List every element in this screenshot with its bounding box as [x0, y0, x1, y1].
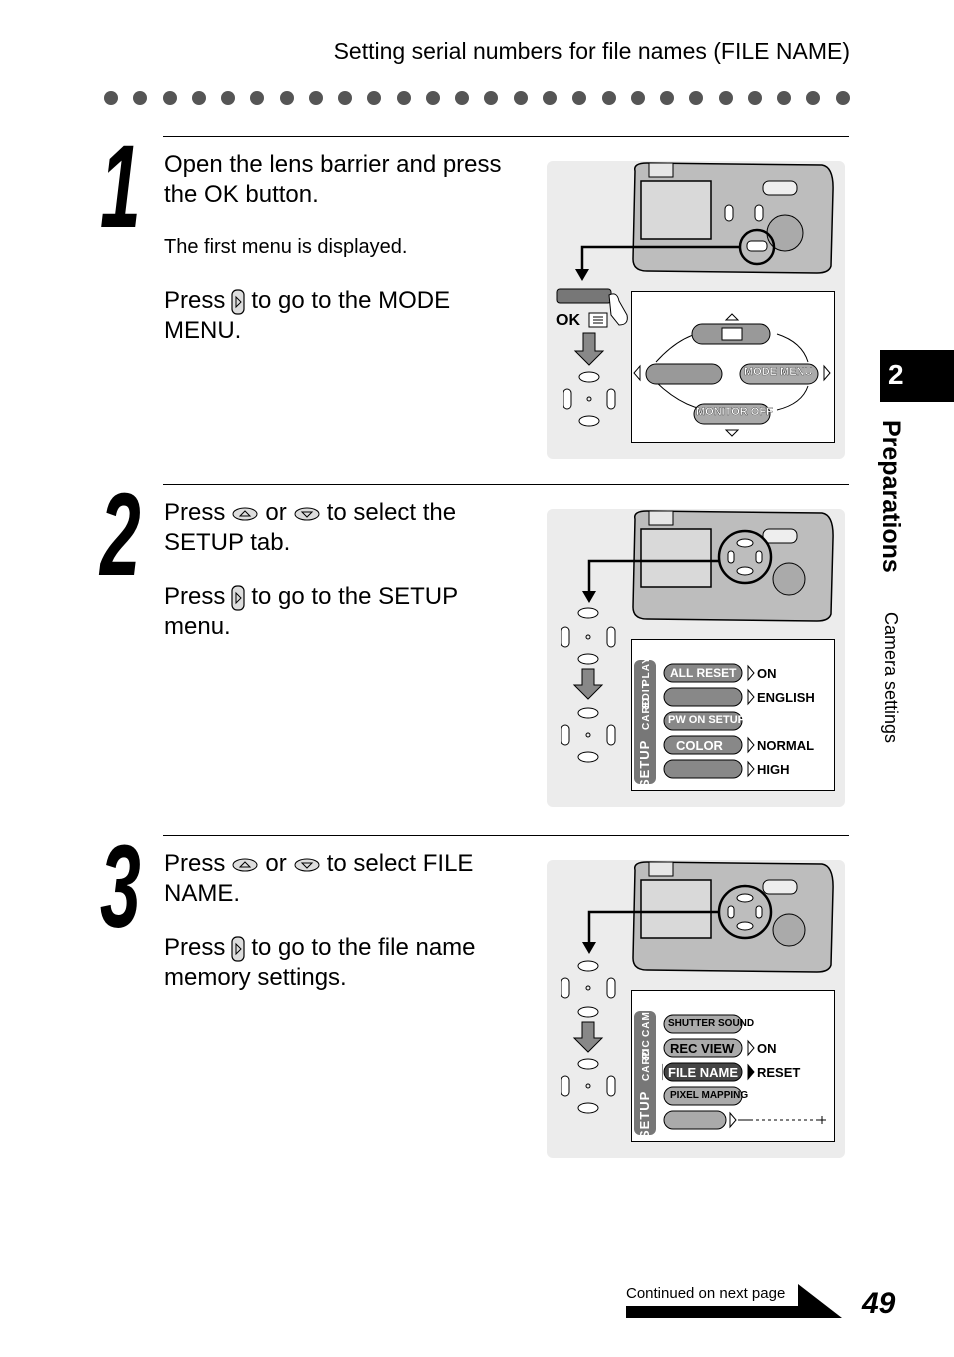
right-button-icon: [231, 289, 245, 315]
mode-menu-label: MODE MENU: [744, 366, 813, 378]
continued-note: Continued on next page: [626, 1285, 786, 1302]
pointer-arrow: [582, 559, 719, 603]
chapter-subtitle: Camera settings: [881, 612, 901, 744]
dotted-divider: [104, 89, 850, 107]
tab-setup[interactable]: SETUP: [637, 1090, 652, 1139]
ok-label: OK: [556, 312, 580, 329]
lcd-screen: SETUPCARDEDITPLAY ALL RESET PW ON SETUP …: [631, 639, 835, 791]
lcd-screen: MODE MENU MONITOR OFF: [631, 291, 835, 443]
menu-item-label-selected: FILE NAME: [668, 1065, 739, 1080]
down-button-icon: [294, 507, 320, 521]
tab-pic[interactable]: PIC: [641, 1039, 652, 1059]
page-header-title: Setting serial numbers for file names (F…: [333, 38, 850, 64]
tab-cam[interactable]: CAM: [641, 1011, 652, 1037]
step-number: 3: [100, 821, 141, 953]
up-button-icon: [232, 858, 258, 872]
tab-card[interactable]: CARD: [641, 1048, 652, 1081]
illustration-panel: SETUPCARDEDITPLAY ALL RESET PW ON SETUP …: [547, 509, 845, 807]
menu-item-value: ON: [757, 666, 777, 681]
step-sub-text: The first menu is displayed.: [164, 236, 408, 258]
continued-bar: [626, 1306, 818, 1318]
menu-item-label: PW ON SETUP: [668, 714, 746, 726]
monitor-off-label: MONITOR OFF: [696, 406, 773, 418]
pointer-arrow: [575, 245, 740, 281]
menu-item-value: ON: [757, 1041, 777, 1056]
tab-play[interactable]: PLAY: [641, 656, 652, 686]
menu-item-value: ENGLISH: [757, 690, 815, 705]
arrow-pad-icon: [563, 332, 616, 427]
menu-item-label: PIXEL MAPPING: [670, 1090, 749, 1101]
chapter-tab: 2: [880, 350, 954, 402]
right-button-icon: [231, 936, 245, 962]
menu-item-value: RESET: [757, 1065, 801, 1080]
illustration-panel: OK MODE MENU MONITOR OFF: [547, 161, 845, 459]
menu-item-label: ALL RESET: [670, 666, 737, 680]
tab-setup[interactable]: SETUP: [637, 739, 652, 788]
menu-item-value: NORMAL: [757, 738, 815, 753]
tab-card[interactable]: CARD: [641, 697, 652, 730]
chapter-title: Preparations: [877, 420, 905, 573]
lcd-screen: SETUP CARDPIC CAM SHUTTER SOUND REC VIEW F…: [631, 990, 835, 1142]
page-number: 49: [862, 1287, 896, 1320]
menu-item-label: REC VIEW: [670, 1041, 735, 1056]
camera-back-icon: [632, 162, 834, 274]
tab-strip: [634, 660, 656, 784]
arrow-pad-icon: [561, 607, 616, 763]
continued-arrow-icon: [798, 1284, 842, 1318]
right-button-icon: [231, 585, 245, 611]
menu-item-value: HIGH: [757, 762, 790, 777]
up-button-icon: [232, 507, 258, 521]
step-divider: [163, 835, 849, 836]
down-button-icon: [294, 858, 320, 872]
step-number: 2: [100, 469, 141, 601]
step-main-text: Open the lens barrier and press the OK b…: [164, 151, 502, 208]
arrow-pad-icon: [561, 960, 616, 1114]
camera-back-icon: [632, 861, 834, 973]
menu-item-label: COLOR: [676, 738, 723, 753]
step-number: 1: [100, 121, 141, 253]
step-divider: [163, 484, 849, 485]
illustration-panel: SETUP CARDPIC CAM SHUTTER SOUND REC VIEW F…: [547, 860, 845, 1158]
pointer-arrow: [582, 910, 719, 954]
tab-edit[interactable]: EDIT: [641, 681, 652, 708]
step-divider: [163, 136, 849, 137]
camera-back-icon: [632, 510, 834, 622]
ok-button-icon: [556, 288, 628, 328]
tab-strip: [634, 1011, 656, 1135]
menu-item-label: SHUTTER SOUND: [668, 1018, 755, 1029]
